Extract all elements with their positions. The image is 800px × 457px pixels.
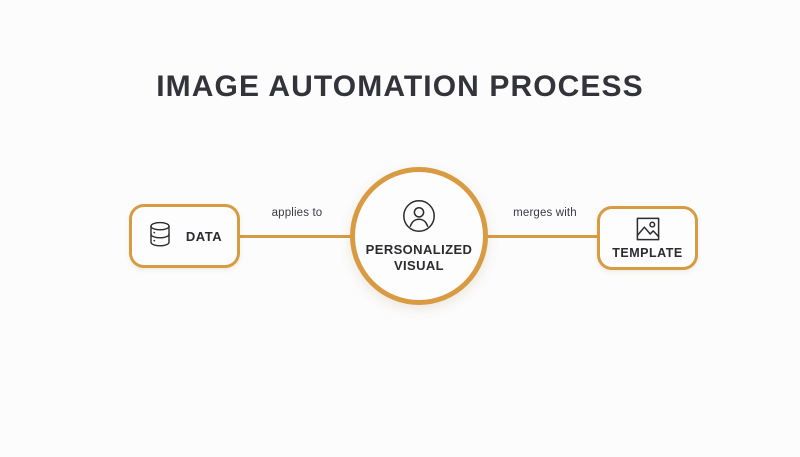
connector-data-to-visual xyxy=(238,235,358,238)
page-title: IMAGE AUTOMATION PROCESS xyxy=(156,70,644,103)
node-template-label: TEMPLATE xyxy=(612,246,683,260)
connector-label-applies-to: applies to xyxy=(271,207,323,219)
user-icon xyxy=(402,199,436,233)
image-icon xyxy=(635,216,661,242)
database-icon xyxy=(147,221,173,251)
node-template[interactable]: TEMPLATE xyxy=(597,206,698,270)
connector-label-merges-with: merges with xyxy=(513,207,577,219)
node-personalized-visual-label: PERSONALIZED VISUAL xyxy=(365,241,473,273)
node-data-label: DATA xyxy=(185,228,223,244)
connector-visual-to-template xyxy=(482,235,600,238)
node-personalized-visual[interactable]: PERSONALIZED VISUAL xyxy=(350,167,488,305)
node-data[interactable]: DATA xyxy=(129,204,240,268)
